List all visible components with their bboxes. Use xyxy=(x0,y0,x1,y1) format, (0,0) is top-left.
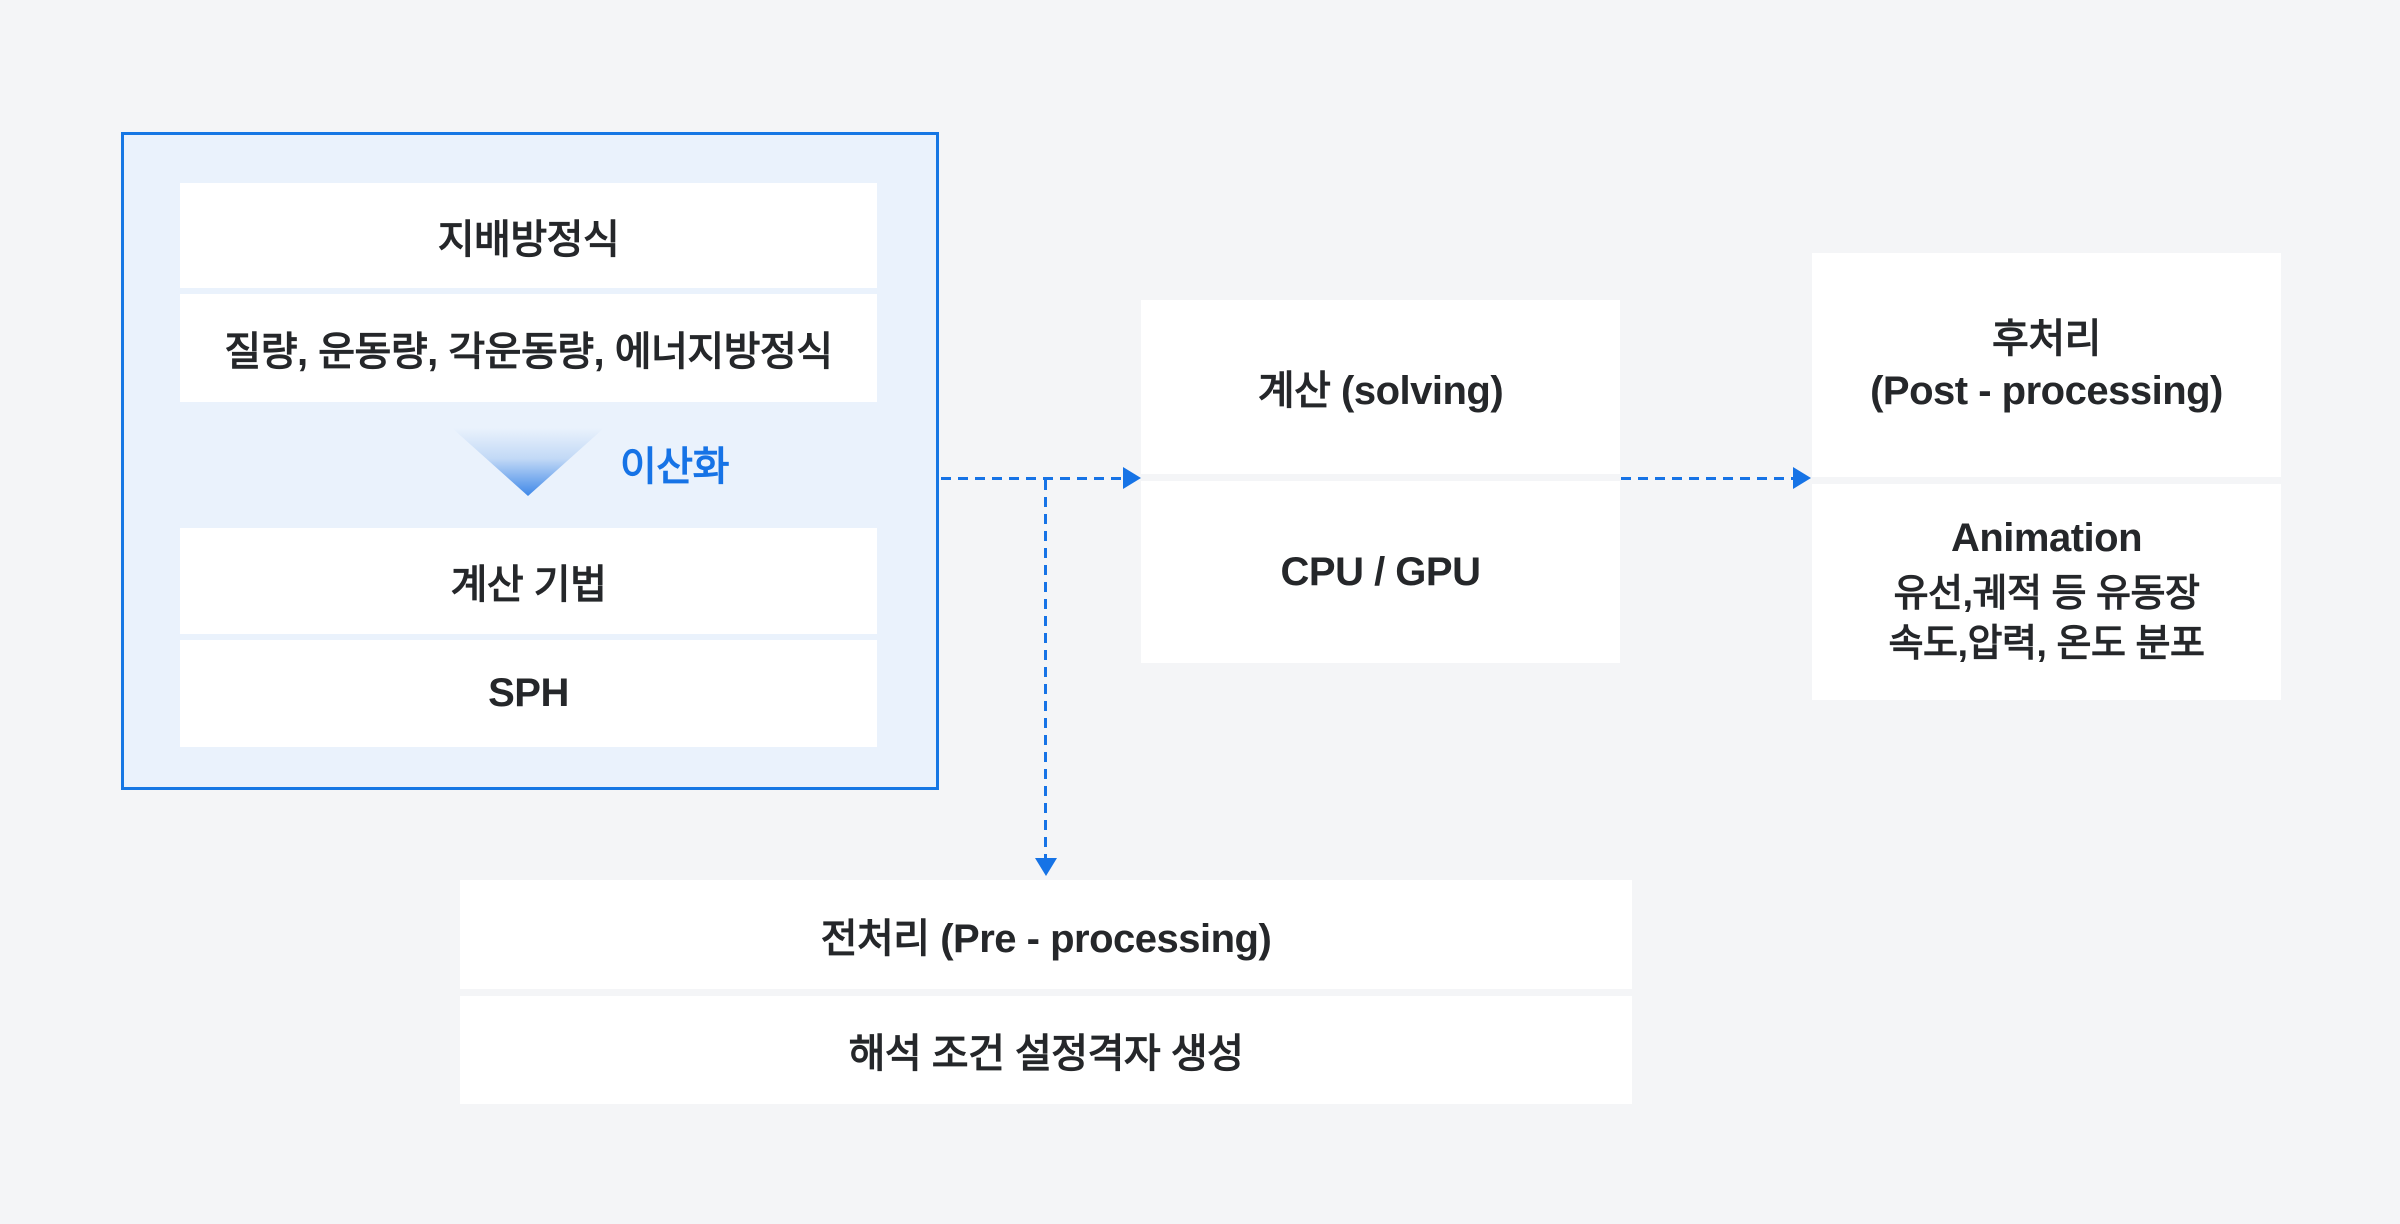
preprocessing-title-box: 전처리 (Pre - processing) xyxy=(460,880,1632,989)
connector-to-preprocessing xyxy=(1044,480,1047,858)
solving-detail-label: CPU / GPU xyxy=(1280,549,1481,594)
solving-title-box: 계산 (solving) xyxy=(1141,300,1620,474)
postprocessing-detail-box: Animation 유선,궤적 등 유동장 속도,압력, 온도 분포 xyxy=(1812,484,2281,700)
flow-field-label: 유선,궤적 등 유동장 xyxy=(1893,572,2200,615)
governing-equations-box: 지배방정식 xyxy=(180,183,877,288)
sph-box: SPH xyxy=(180,640,877,747)
equations-detail-box: 질량, 운동량, 각운동량, 에너지방정식 xyxy=(180,294,877,402)
equations-detail-label: 질량, 운동량, 각운동량, 에너지방정식 xyxy=(224,330,833,374)
connector-governing-to-solving xyxy=(941,477,1123,480)
connector-solving-to-post xyxy=(1621,477,1793,480)
discretization-arrow-icon xyxy=(452,428,604,496)
postprocessing-title-line1: 후처리 xyxy=(1992,317,2101,361)
preprocessing-detail-box: 해석 조건 설정격자 생성 xyxy=(460,996,1632,1104)
postprocessing-title-box: 후처리 (Post - processing) xyxy=(1812,253,2281,477)
governing-equations-label: 지배방정식 xyxy=(437,217,620,262)
distribution-label: 속도,압력, 온도 분포 xyxy=(1888,622,2205,665)
arrow-down-icon xyxy=(1035,858,1057,876)
calculation-method-box: 계산 기법 xyxy=(180,528,877,634)
solving-title-label: 계산 (solving) xyxy=(1257,369,1504,413)
postprocessing-title-line2: (Post - processing) xyxy=(1870,369,2223,413)
arrow-right-icon xyxy=(1123,467,1141,489)
preprocessing-detail-label: 해석 조건 설정격자 생성 xyxy=(848,1032,1244,1076)
animation-label: Animation xyxy=(1950,515,2143,560)
solving-detail-box: CPU / GPU xyxy=(1141,481,1620,663)
governing-equations-panel: 지배방정식 질량, 운동량, 각운동량, 에너지방정식 이산화 계산 기법 SP… xyxy=(121,132,939,790)
sph-label: SPH xyxy=(488,671,569,715)
discretization-label: 이산화 xyxy=(620,445,729,489)
preprocessing-title-label: 전처리 (Pre - processing) xyxy=(820,916,1272,961)
arrow-right-icon xyxy=(1793,467,1811,489)
calculation-method-label: 계산 기법 xyxy=(450,563,607,607)
